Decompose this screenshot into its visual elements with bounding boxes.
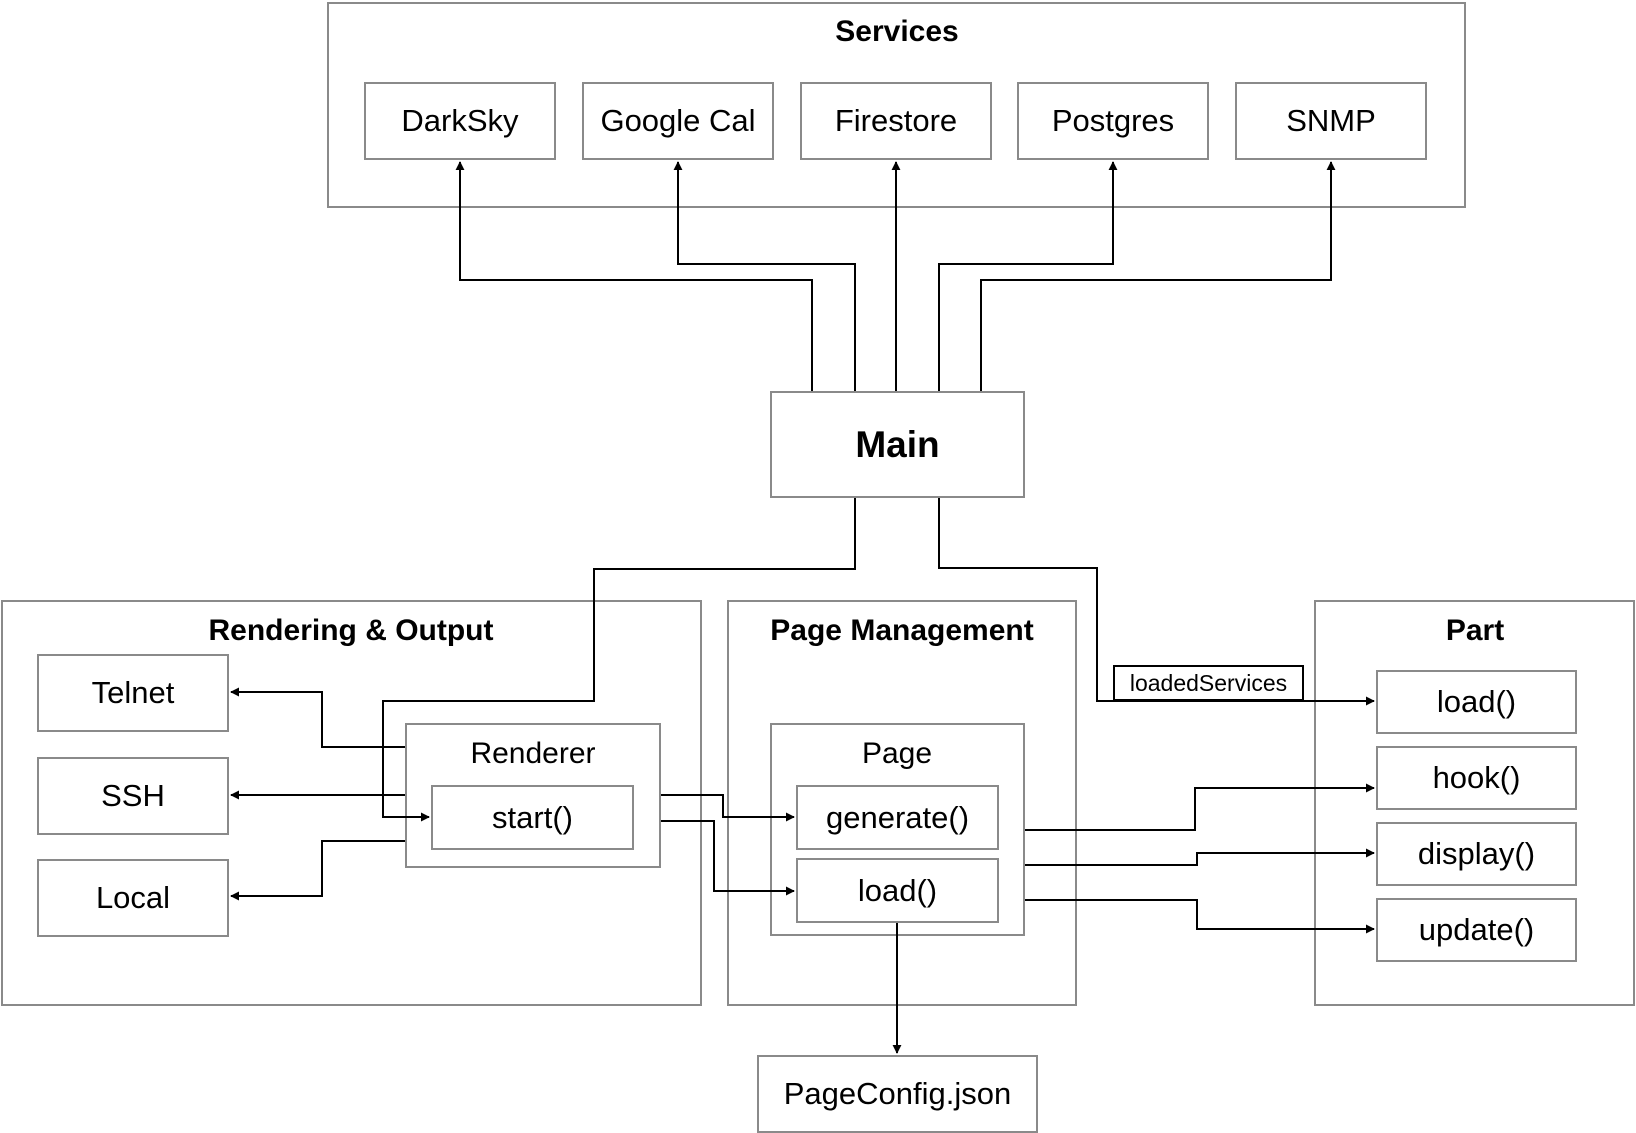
- service-darksky: DarkSky: [364, 82, 556, 160]
- page-generate-method: generate(): [796, 785, 999, 850]
- edge-renderer-local: [230, 840, 405, 901]
- edge-page-update: [1025, 899, 1375, 934]
- output-ssh: SSH: [37, 757, 229, 835]
- edge-main-google-cal: [673, 161, 856, 391]
- edge-main-part-load: [938, 498, 1375, 706]
- service-firestore: Firestore: [800, 82, 992, 160]
- page-management-title: Page Management: [770, 614, 1034, 647]
- edge-page-display: [1025, 848, 1375, 866]
- rendering-output-title: Rendering & Output: [208, 614, 494, 647]
- renderer-start-method: start(): [431, 785, 634, 850]
- part-title: Part: [1445, 614, 1505, 647]
- rendering-output-group: [1, 600, 702, 1006]
- loaded-services-label: loadedServices: [1113, 665, 1304, 701]
- edge-start-generate: [661, 794, 795, 822]
- edge-main-renderer-start: [382, 498, 856, 822]
- edge-page-hook: [1025, 783, 1375, 831]
- page-title: Page: [861, 737, 933, 770]
- service-snmp: SNMP: [1235, 82, 1427, 160]
- main-box: Main: [770, 391, 1025, 498]
- part-update-method: update(): [1376, 898, 1577, 962]
- services-title: Services: [835, 15, 959, 48]
- edge-main-snmp: [980, 161, 1336, 391]
- edge-main-postgres: [938, 161, 1118, 391]
- page-management-group: [727, 600, 1077, 1006]
- part-display-method: display(): [1376, 822, 1577, 886]
- edge-start-load: [661, 820, 795, 896]
- service-postgres: Postgres: [1017, 82, 1209, 160]
- output-local: Local: [37, 859, 229, 937]
- renderer-title: Renderer: [470, 737, 596, 770]
- output-telnet: Telnet: [37, 654, 229, 732]
- part-load-method: load(): [1376, 670, 1577, 734]
- edge-main-darksky: [455, 161, 813, 391]
- part-hook-method: hook(): [1376, 746, 1577, 810]
- edge-renderer-telnet: [230, 687, 405, 748]
- service-google-cal: Google Cal: [582, 82, 774, 160]
- page-load-method: load(): [796, 858, 999, 923]
- part-group: [1314, 600, 1635, 1006]
